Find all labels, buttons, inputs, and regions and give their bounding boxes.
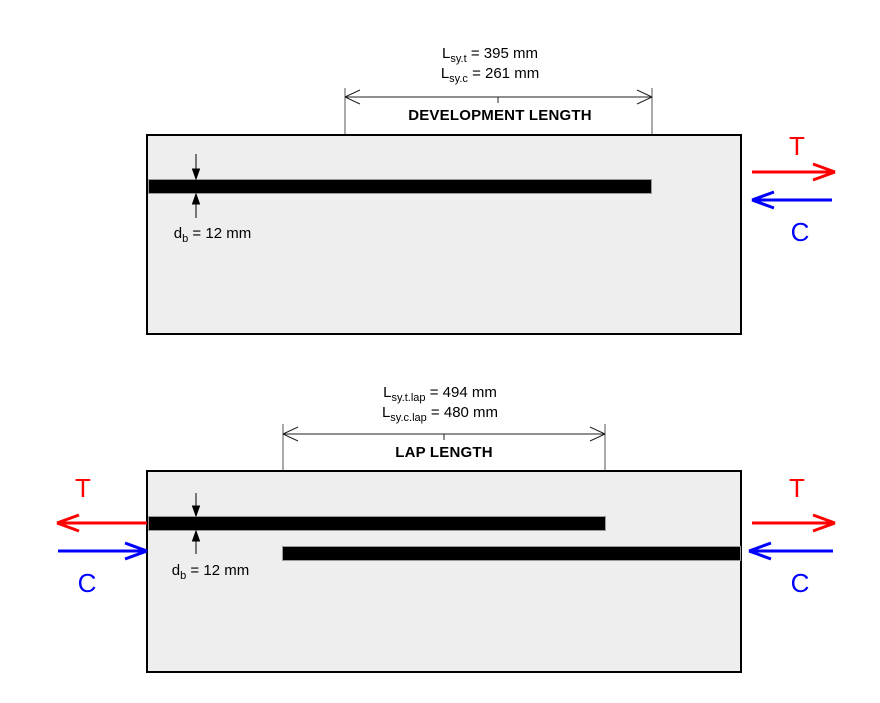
development-compression-length-value: Lsy.c = 261 mm (440, 65, 540, 85)
lap-compression-arrow-left (748, 541, 833, 561)
lap-concrete-block (146, 470, 742, 673)
development-bar-diameter-label: db = 12 mm (173, 225, 252, 245)
development-tension-length-value: Lsy.t = 395 mm (442, 45, 538, 65)
lap-compression-arrow-right (58, 541, 148, 561)
lap-compression-length-value: Lsy.c.lap = 480 mm (381, 404, 499, 424)
lap-right-tension-label: T (789, 473, 805, 503)
lap-left-compression-label: C (77, 568, 97, 598)
bar-diameter-arrows-top (191, 154, 201, 218)
development-dimension-values: Lsy.t = 395 mm Lsy.c = 261 mm (340, 44, 640, 85)
development-compression-label: C (790, 217, 810, 247)
development-dimension-arrow (344, 88, 653, 135)
lap-dimension-arrow (282, 424, 606, 471)
lap-right-compression-label: C (790, 568, 810, 598)
lap-left-tension-label: T (75, 473, 91, 503)
development-concrete-block (146, 134, 742, 335)
bar-diameter-arrows-bottom (191, 493, 201, 554)
development-tension-label: T (789, 131, 805, 161)
lap-tension-arrow-left (56, 513, 147, 533)
lap-length-caption: LAP LENGTH (395, 444, 493, 461)
development-tension-arrow-right (752, 162, 836, 182)
lap-tension-arrow-right (752, 513, 836, 533)
lap-tension-length-value: Lsy.t.lap = 494 mm (383, 384, 497, 404)
lap-rebar-bottom (282, 546, 741, 561)
lap-dimension-values: Lsy.t.lap = 494 mm Lsy.c.lap = 480 mm (290, 383, 590, 424)
lap-bar-diameter-label: db = 12 mm (171, 562, 250, 582)
development-rebar (148, 179, 652, 194)
development-length-caption: DEVELOPMENT LENGTH (408, 107, 592, 124)
development-compression-arrow-left (751, 190, 832, 210)
lap-rebar-top (148, 516, 606, 531)
